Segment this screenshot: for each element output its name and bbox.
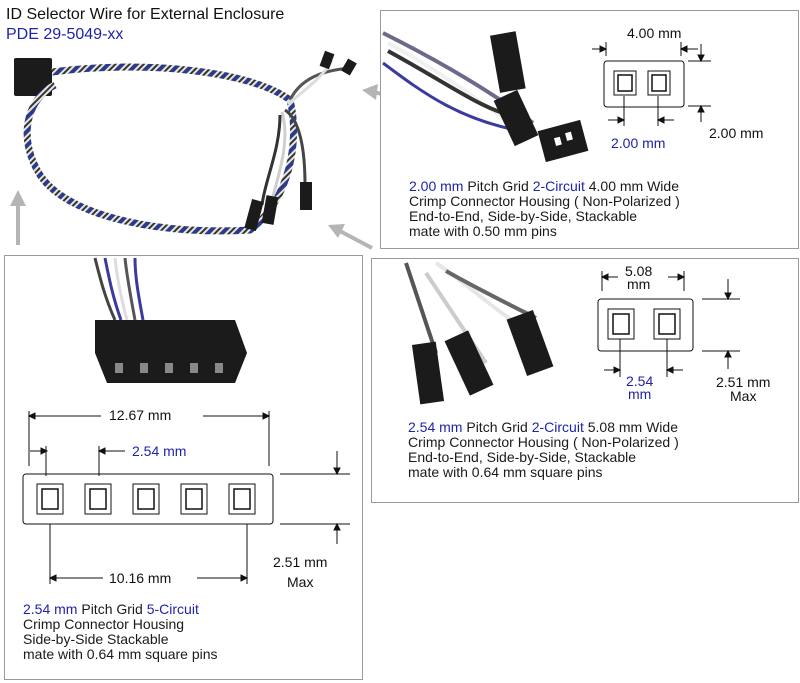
dim-pitch-5ckt: 2.54 mm	[132, 443, 187, 459]
dimension-drawing-5ckt	[22, 411, 350, 584]
small-connector	[261, 195, 279, 225]
dim-pitch-254-value: 2.54	[626, 373, 654, 389]
caption-line3: Side-by-Side Stackable	[23, 631, 169, 647]
small-connector	[244, 198, 264, 232]
connector-photo-254	[404, 261, 554, 405]
connector-photo-2mm	[382, 31, 589, 163]
dim-height-5ckt: 2.51 mm Max	[273, 552, 327, 592]
page-title: ID Selector Wire for External Enclosure …	[6, 5, 284, 45]
small-connector	[300, 182, 312, 210]
caption-line4: mate with 0.64 mm square pins	[408, 464, 603, 480]
caption-pitch: 2.00 mm	[409, 178, 464, 194]
panel-2mm-2-circuit: 4.00 mm 2.00 mm 2.00 mm 2.00 mm Pitch Gr…	[380, 10, 799, 249]
twisted-cable-loop	[23, 63, 298, 235]
caption-circuit: 5-Circuit	[146, 601, 199, 617]
caption-5ckt: 2.54 mm Pitch Grid 5-Circuit Crimp Conne…	[23, 602, 218, 662]
caption-line2: Crimp Connector Housing ( Non-Polarized …	[408, 434, 679, 450]
dim-height-5ckt-max: Max	[287, 574, 314, 590]
caption-rest: 5.08 mm Wide	[583, 419, 678, 435]
caption-line2: Crimp Connector Housing	[23, 616, 185, 632]
caption-line2: Crimp Connector Housing ( Non-Polarized …	[409, 193, 680, 209]
caption-line4: mate with 0.64 mm square pins	[23, 646, 218, 662]
dim-height-254: 2.51 mm Max	[716, 375, 770, 403]
connector-photo-5ckt	[93, 257, 247, 383]
caption-line3: End-to-End, Side-by-Side, Stackable	[409, 208, 638, 224]
dim-pitch-254: 2.54 mm	[626, 373, 654, 402]
dim-width-508-value: 5.08	[625, 263, 653, 279]
dim-pitch-254-unit: mm	[627, 386, 652, 402]
dim-inner-5ckt: 10.16 mm	[109, 570, 172, 586]
pointer-arrows	[16, 90, 426, 250]
dim-overall-5ckt: 12.67 mm	[109, 407, 172, 423]
panel-254-2-circuit: 5.08 mm 2.54 mm 2.51 mm Max 2.54 mm Pitc…	[371, 258, 799, 503]
caption-pitch-grid: Pitch Grid	[463, 178, 533, 194]
caption-pitch-grid: Pitch Grid	[77, 601, 147, 617]
small-connector	[319, 50, 335, 70]
caption-pitch: 2.54 mm	[23, 601, 78, 617]
dim-height-254-value: 2.51 mm	[716, 374, 771, 390]
small-connector	[341, 58, 357, 76]
dim-width-4mm: 4.00 mm	[627, 25, 682, 41]
title-text: ID Selector Wire for External Enclosure	[6, 6, 285, 23]
five-pin-housing	[14, 58, 52, 96]
dim-height-254-max: Max	[730, 388, 757, 404]
caption-line3: End-to-End, Side-by-Side, Stackable	[408, 449, 637, 465]
caption-254-2ckt: 2.54 mm Pitch Grid 2-Circuit 5.08 mm Wid…	[408, 420, 679, 480]
panel-5-circuit: 12.67 mm 2.54 mm 10.16 mm 2.51 mm Max	[4, 255, 363, 680]
dim-width-508: 5.08 mm	[625, 263, 653, 292]
dimension-drawing-254	[597, 271, 740, 377]
dim-height-5ckt-value: 2.51 mm	[273, 554, 328, 570]
caption-rest: 4.00 mm Wide	[584, 178, 679, 194]
caption-circuit: 2-Circuit	[532, 178, 585, 194]
dimension-drawing-2mm	[592, 42, 711, 126]
caption-circuit: 2-Circuit	[531, 419, 584, 435]
dim-height-2mm: 2.00 mm	[709, 125, 764, 141]
dim-width-508-unit: mm	[626, 276, 651, 292]
caption-pitch: 2.54 mm	[408, 419, 463, 435]
dim-pitch-2mm: 2.00 mm	[611, 135, 666, 151]
caption-2mm: 2.00 mm Pitch Grid 2-Circuit 4.00 mm Wid…	[409, 179, 680, 239]
part-number: PDE 29-5049-xx	[6, 26, 124, 43]
caption-line4: mate with 0.50 mm pins	[409, 223, 557, 239]
caption-pitch-grid: Pitch Grid	[462, 419, 532, 435]
